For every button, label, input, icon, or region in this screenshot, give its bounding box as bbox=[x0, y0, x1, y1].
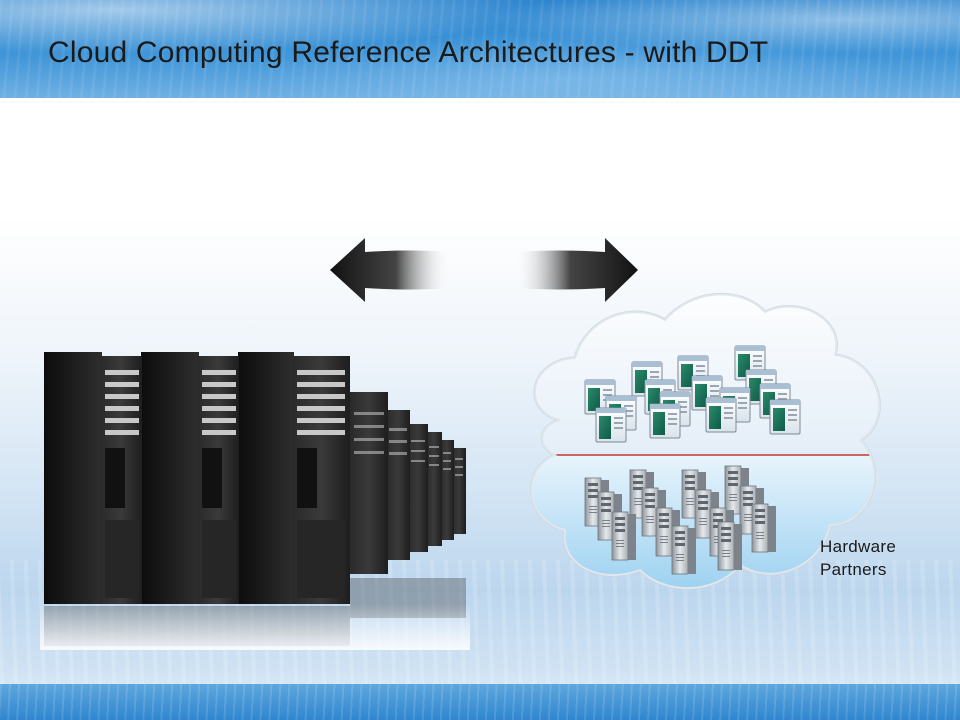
hardware-partners-label: Hardware Partners bbox=[820, 535, 896, 581]
header-band bbox=[0, 0, 960, 98]
page-title: Cloud Computing Reference Architectures … bbox=[48, 36, 769, 69]
server-rack-icon bbox=[40, 352, 470, 650]
hardware-partners-line1: Hardware bbox=[820, 537, 897, 556]
footer-band bbox=[0, 684, 960, 720]
hardware-partners-line2: Partners bbox=[820, 560, 887, 579]
double-arrow-icon bbox=[330, 238, 638, 302]
cloud-icon bbox=[530, 292, 881, 590]
